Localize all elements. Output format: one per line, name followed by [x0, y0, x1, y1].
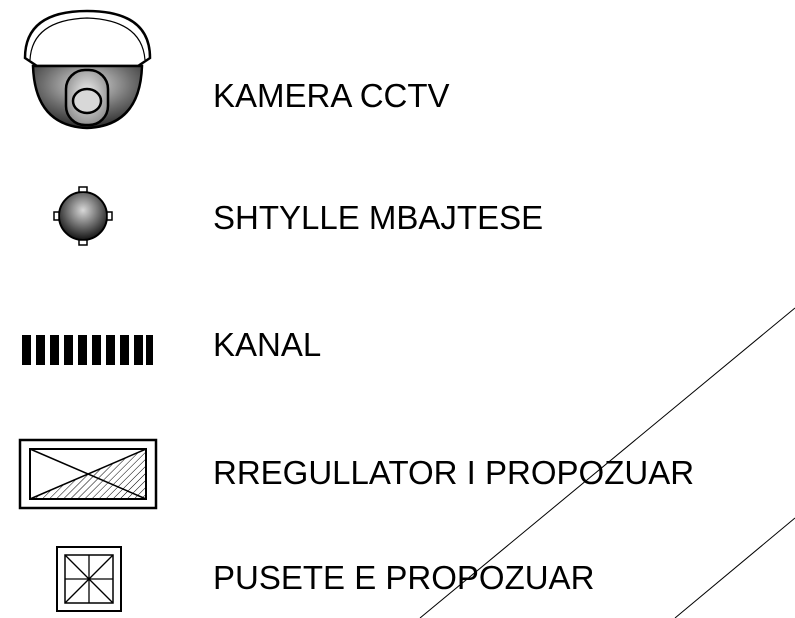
support-pole-icon [53, 186, 113, 246]
legend-label: PUSETE E PROPOZUAR [213, 559, 595, 596]
manhole-icon [56, 546, 122, 612]
legend-label: KANAL [213, 326, 322, 363]
dome-camera-icon [23, 9, 152, 130]
legend-label: RREGULLATOR I PROPOZUAR [213, 454, 695, 491]
channel-hatch-icon [22, 335, 153, 365]
legend-label: SHTYLLE MBAJTESE [213, 199, 544, 236]
legend-label: KAMERA CCTV [213, 77, 450, 114]
regulator-box-icon [18, 438, 158, 510]
